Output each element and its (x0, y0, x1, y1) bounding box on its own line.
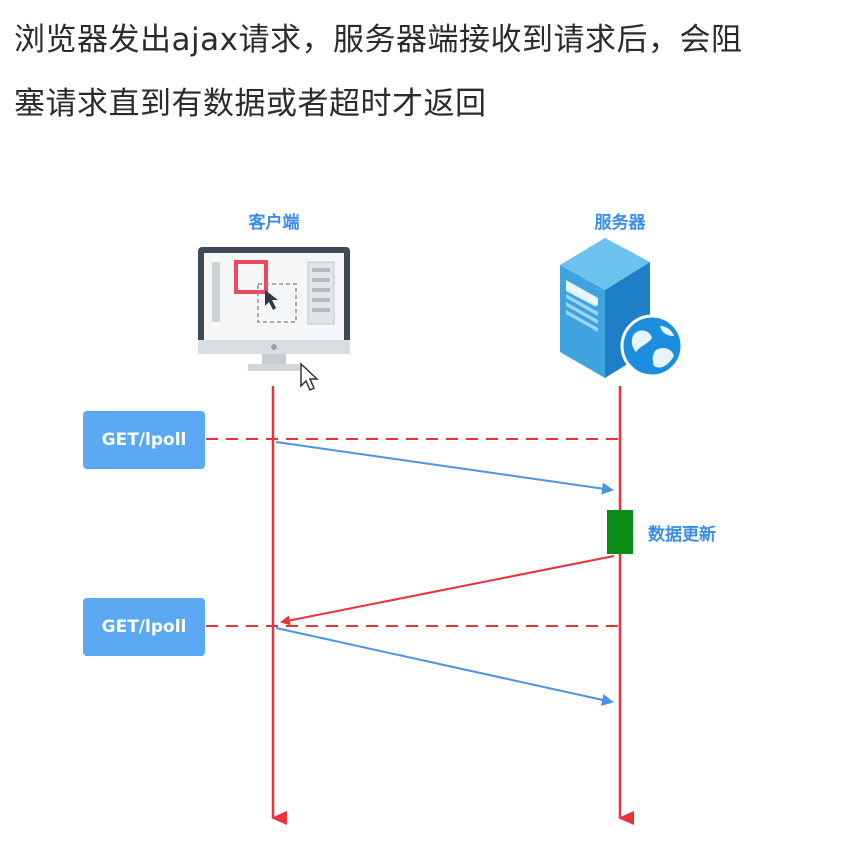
server-tower-globe-icon (560, 238, 684, 378)
heading-line-2: 塞请求直到有数据或者超时才返回 (14, 86, 487, 122)
request-box-1: GET/lpoll (83, 411, 205, 469)
request-arrow-1 (275, 441, 614, 495)
client-label: 客户端 (248, 213, 300, 233)
request-box-2: GET/lpoll (83, 598, 205, 656)
desktop-monitor-icon (198, 247, 350, 371)
server-label: 服务器 (594, 213, 646, 233)
request-arrow-2 (275, 627, 614, 706)
mouse-pointer-icon (300, 362, 319, 392)
heading-line-1: 浏览器发出ajax请求，服务器端接收到请求后，会阻 (14, 22, 743, 58)
heading-text: 浏览器发出ajax请求，服务器端接收到请求后，会阻 塞请求直到有数据或者超时才返… (14, 8, 836, 136)
update-label: 数据更新 (648, 525, 716, 545)
data-update-block (607, 510, 633, 554)
response-arrow (280, 555, 615, 626)
